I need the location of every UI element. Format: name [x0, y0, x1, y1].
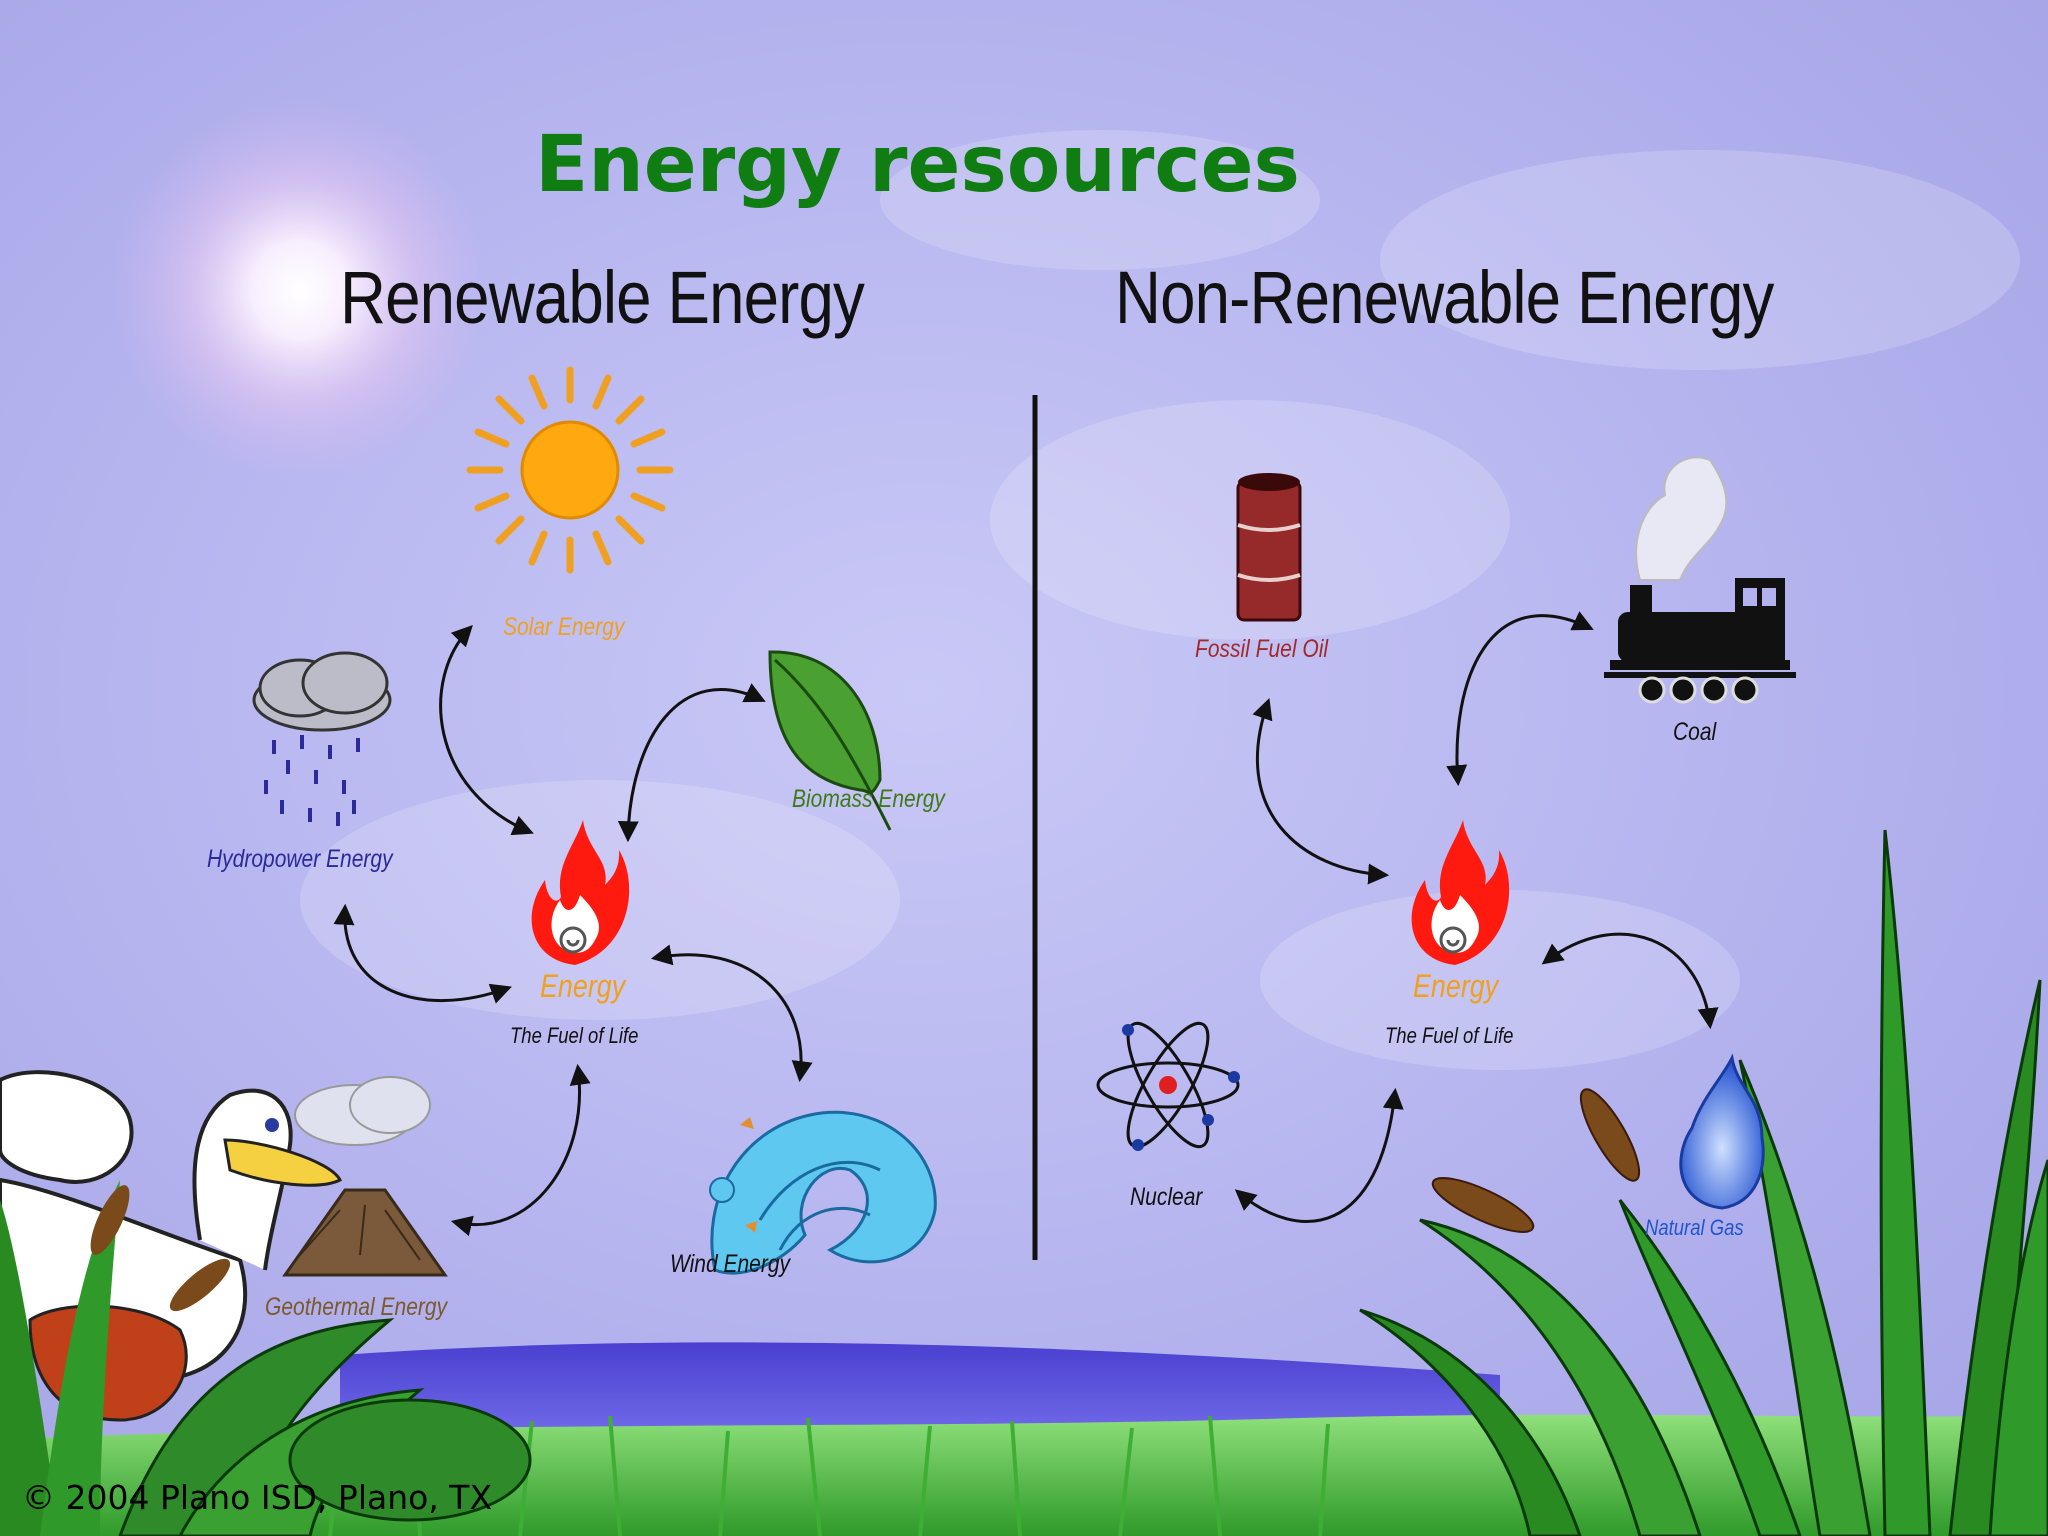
rain-cloud-icon	[252, 651, 392, 826]
wind-waves-icon	[709, 1110, 937, 1275]
fossil-fuel-oil-label: Fossil Fuel Oil	[1195, 635, 1329, 663]
nonrenewable-flame-icon	[1411, 820, 1510, 965]
leaf-icon	[768, 650, 892, 831]
renewable-center-sublabel: The Fuel of Life	[510, 1023, 639, 1048]
geothermal-energy-label: Geothermal Energy	[265, 1293, 448, 1321]
copyright-footer: © 2004 Plano ISD, Plano, TX	[22, 1478, 493, 1517]
coal-label: Coal	[1673, 718, 1717, 746]
left-reeds	[0, 1180, 532, 1536]
pelican-mascot-icon	[0, 1070, 343, 1422]
nonrenewable-heading: Non-Renewable Energy	[1115, 256, 1774, 339]
arrow-wind-energy	[650, 944, 813, 1083]
arrow-geothermal-energy	[450, 1063, 591, 1237]
renewable-flame-icon	[531, 820, 630, 965]
sun-icon	[466, 366, 674, 574]
renewable-heading: Renewable Energy	[340, 256, 865, 339]
biomass-energy-label: Biomass Energy	[792, 785, 945, 813]
natural-gas-flame-icon	[1679, 1053, 1765, 1210]
arrow-nuclear-energy	[1234, 1087, 1404, 1223]
nuclear-label: Nuclear	[1130, 1183, 1203, 1211]
pond-water	[340, 1342, 1500, 1430]
slide-title: Energy resources	[535, 120, 1300, 210]
arrow-solar-energy	[439, 624, 534, 836]
cycle-arrows	[333, 611, 1719, 1237]
nonrenewable-center-sublabel: The Fuel of Life	[1385, 1023, 1514, 1048]
arrow-oil-energy	[1252, 698, 1390, 885]
hydropower-energy-label: Hydropower Energy	[207, 845, 393, 873]
arrow-biomass-energy	[617, 683, 766, 843]
sun-glare	[110, 100, 490, 480]
locomotive-icon	[1604, 456, 1796, 704]
wind-energy-label: Wind Energy	[670, 1250, 791, 1278]
right-reeds	[1359, 829, 2048, 1536]
nonrenewable-center-label: Energy	[1413, 968, 1499, 1004]
solar-energy-label: Solar Energy	[503, 613, 625, 641]
oil-barrel-icon	[1236, 473, 1302, 622]
cattail-icons	[1431, 1088, 1641, 1233]
volcano-icon	[282, 1076, 448, 1277]
natural-gas-label: Natural Gas	[1645, 1215, 1744, 1240]
arrow-coal-energy	[1446, 611, 1594, 787]
arrow-hydro-energy	[333, 903, 512, 1004]
arrow-gas-energy	[1541, 932, 1719, 1030]
renewable-center-label: Energy	[540, 968, 626, 1004]
atom-icon	[1096, 1021, 1240, 1151]
